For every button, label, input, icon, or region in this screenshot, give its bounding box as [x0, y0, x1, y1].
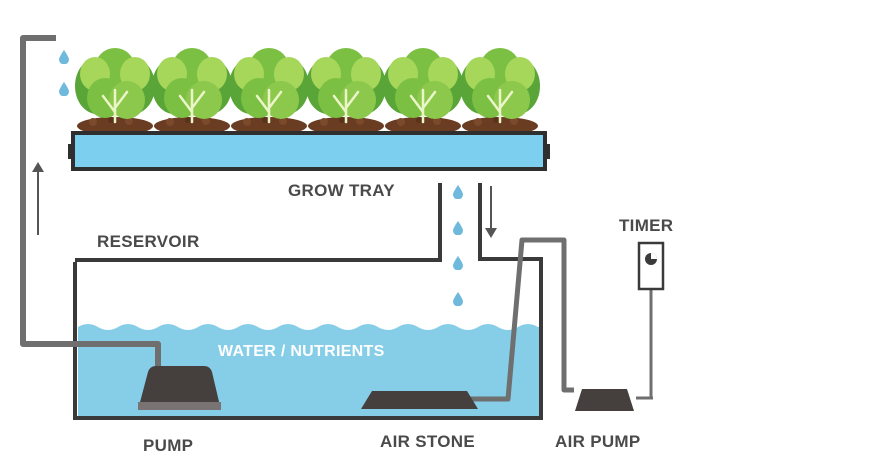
air-stone [361, 391, 478, 409]
water-drop-icon [453, 256, 463, 270]
air-pump-label: AIR PUMP [555, 432, 641, 451]
timer-icon [637, 241, 665, 291]
lettuce-plant-icon [458, 46, 542, 137]
air-line [470, 237, 574, 402]
plants [73, 46, 542, 137]
lettuce-plant-icon [73, 46, 157, 137]
arrow-up-icon [32, 162, 44, 235]
arrow-down-icon [485, 186, 497, 238]
lettuce-plant-icon [227, 46, 311, 137]
water-drop-icon [453, 185, 463, 199]
water-drop-icon [59, 82, 69, 96]
grow-tray-label: GROW TRAY [288, 181, 395, 200]
water-drop-icon [453, 292, 463, 306]
water-drop-icon [59, 50, 69, 64]
grow-tray [71, 131, 547, 171]
reservoir-outline [73, 183, 543, 420]
lettuce-plant-icon [150, 46, 234, 137]
pump [139, 366, 220, 406]
pump-label: PUMP [143, 436, 194, 455]
lettuce-plant-icon [304, 46, 388, 137]
water-label: WATER / NUTRIENTS [218, 343, 385, 360]
timer-label: TIMER [619, 216, 674, 235]
air-stone-label: AIR STONE [380, 432, 475, 451]
inlet-pipe [20, 35, 161, 366]
reservoir-label: RESERVOIR [97, 232, 200, 251]
lettuce-plant-icon [381, 46, 465, 137]
air-pump [575, 389, 634, 411]
water-drop-icon [453, 221, 463, 235]
